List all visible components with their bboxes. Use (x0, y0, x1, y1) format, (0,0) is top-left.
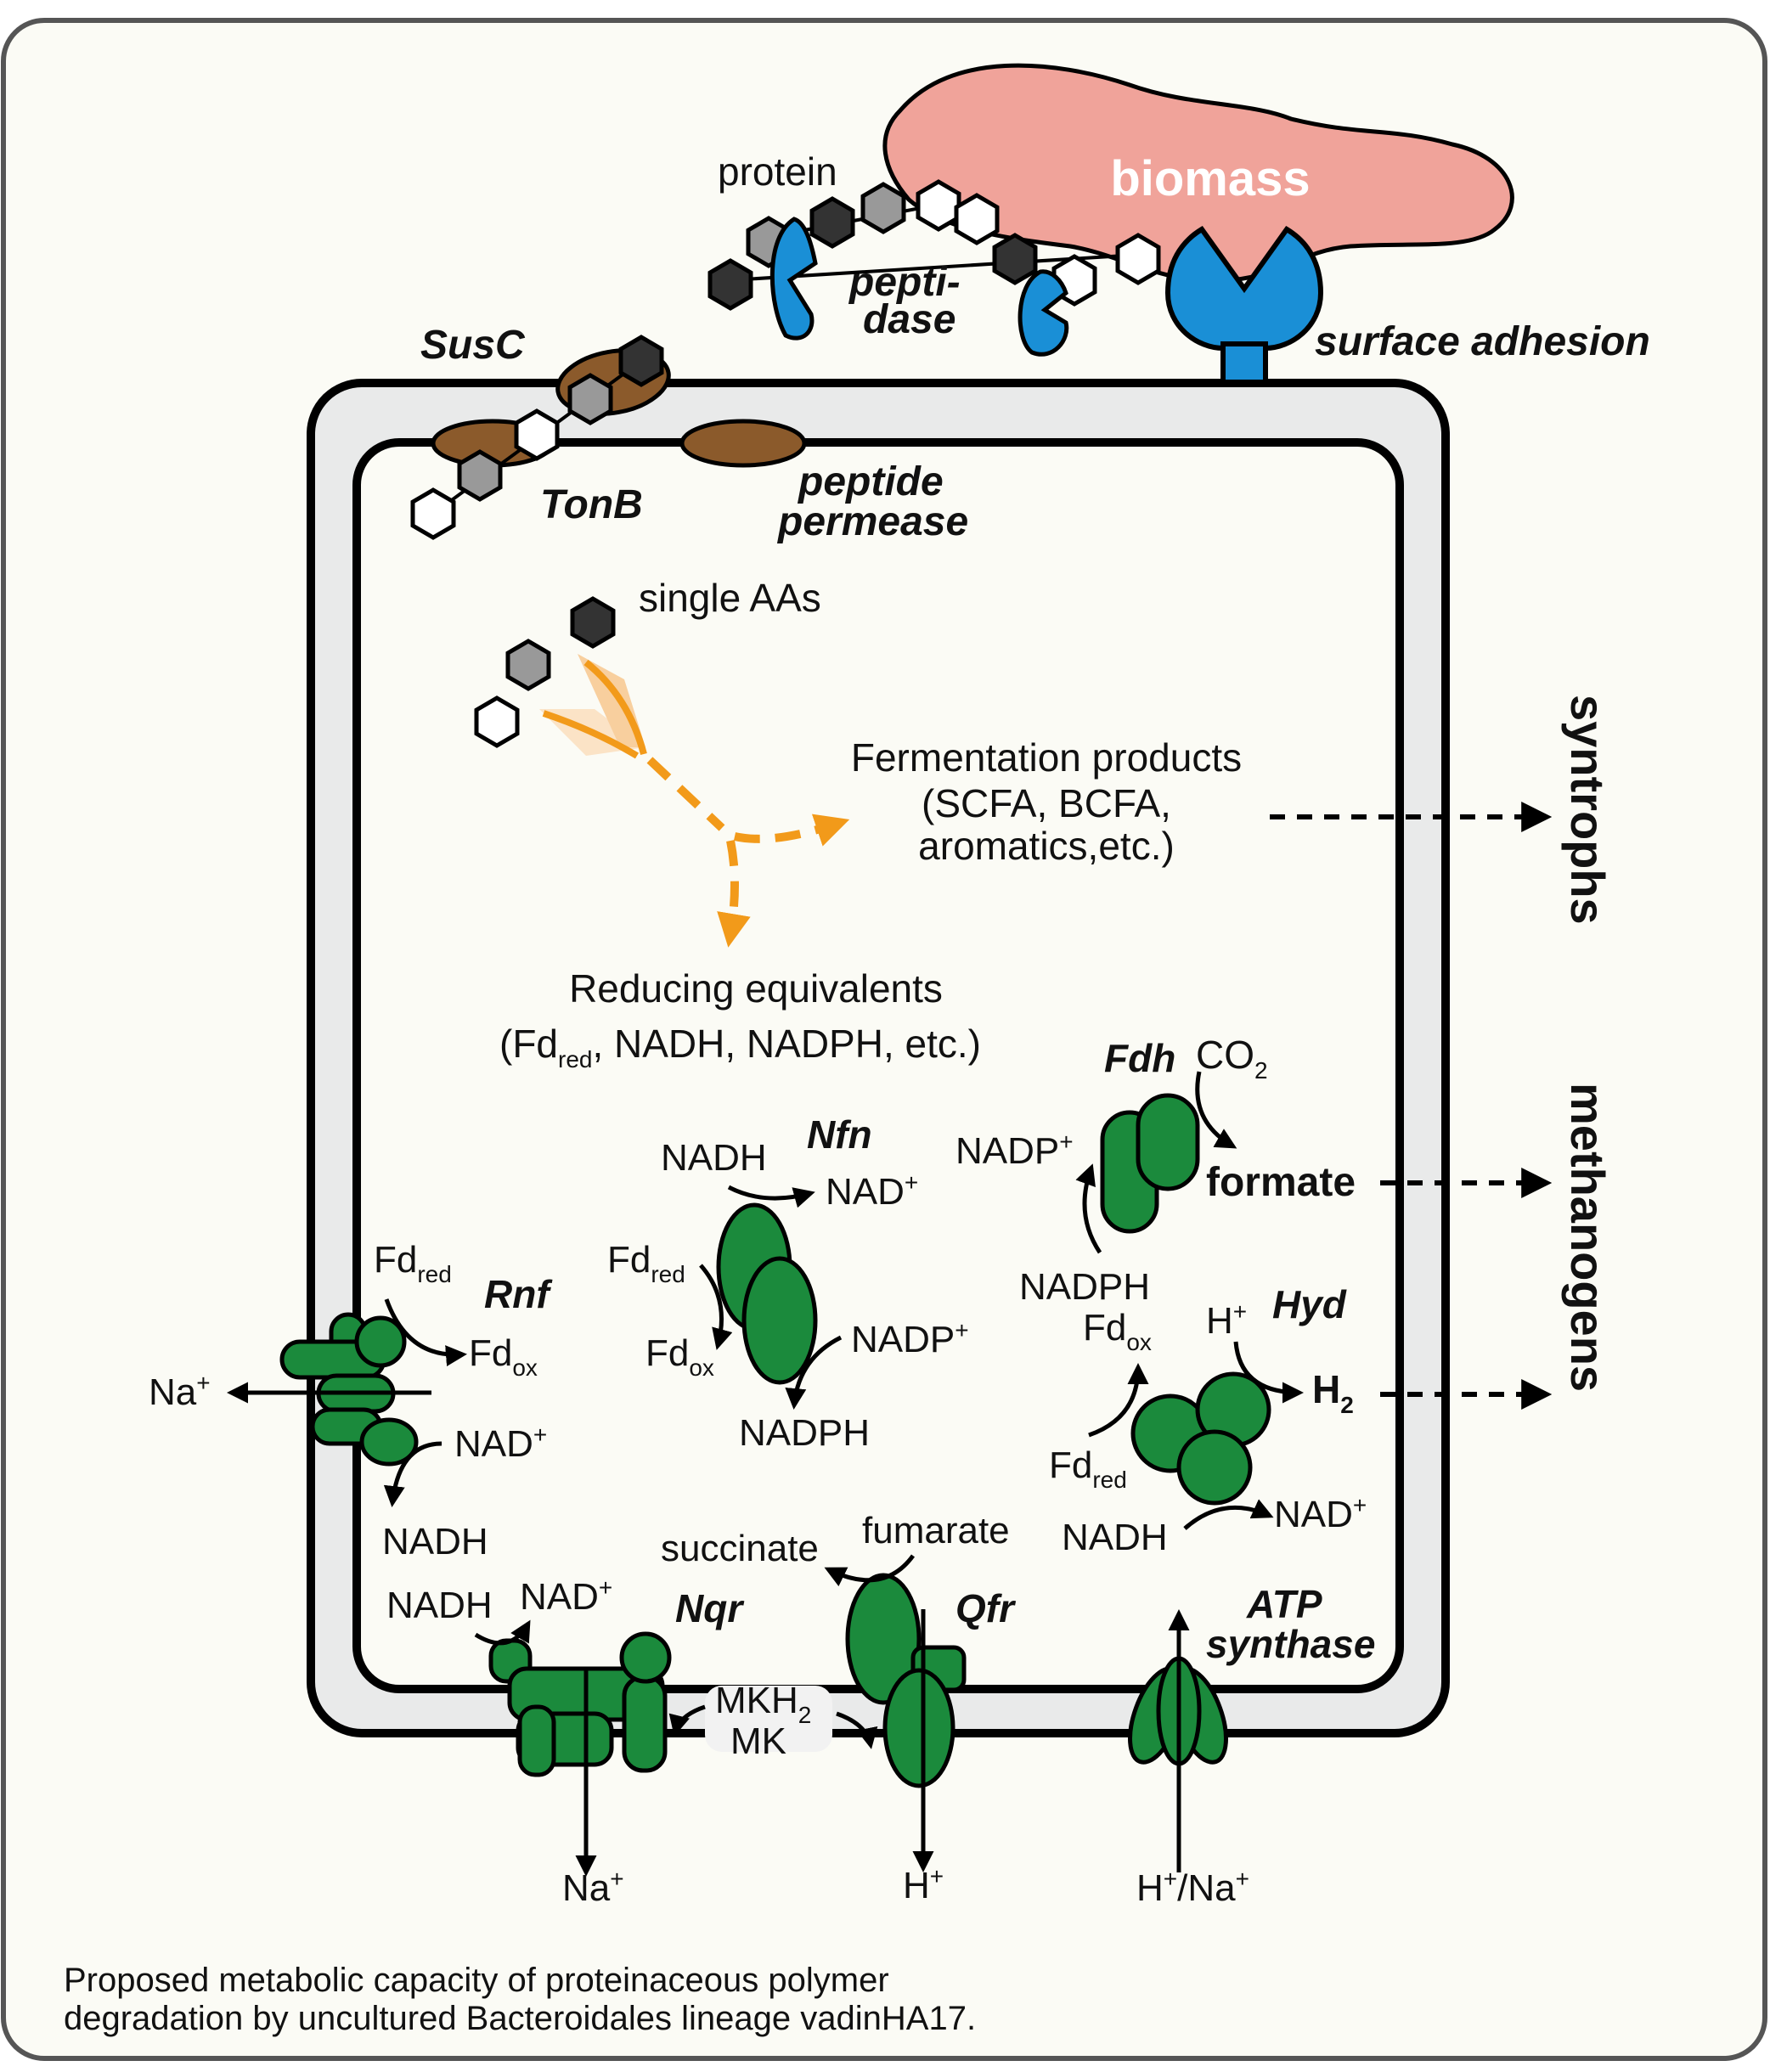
qfr-h: H+ (903, 1863, 944, 1906)
peptide-permease-label-2: permease (776, 499, 968, 544)
fdh-enzyme (1100, 1093, 1200, 1234)
hyd-nad: NAD+ (1274, 1492, 1367, 1535)
mk-label: MK (730, 1720, 786, 1762)
orange-path-fermentation (733, 814, 850, 847)
nqr-na: Na+ (562, 1866, 624, 1909)
rnf-label: Rnf (484, 1272, 553, 1316)
hyd-enzyme (1130, 1371, 1271, 1506)
hyd-fdred: Fdred (1049, 1444, 1127, 1493)
qfr-label: Qfr (955, 1586, 1016, 1630)
fermentation-label-2: (SCFA, BCFA, (922, 781, 1171, 825)
nfn-nadh-arrow (727, 1185, 815, 1208)
hyd-fd-arrow (1088, 1363, 1149, 1438)
qfr-fumarate: fumarate (862, 1510, 1010, 1551)
peptide-permease-label-1: peptide (797, 459, 944, 504)
nfn-fd-arrow (699, 1264, 733, 1350)
qfr-fumarate-arrow (824, 1554, 916, 1587)
nfn-nad: NAD+ (826, 1169, 918, 1213)
methanogens-label: methanogens (1561, 1083, 1615, 1392)
caption-line-1: Proposed metabolic capacity of proteinac… (64, 1962, 889, 1999)
transported-peptide (413, 337, 662, 538)
fermentation-label-1: Fermentation products (851, 735, 1242, 780)
rnf-na: Na+ (149, 1370, 211, 1413)
peptidase-2 (1017, 269, 1069, 357)
fdh-co2: CO2 (1196, 1033, 1268, 1084)
formate-label: formate (1206, 1160, 1356, 1205)
biomass-blob (882, 63, 1514, 283)
nfn-nadp-arrow (785, 1335, 843, 1410)
rnf-nad-arrow (383, 1441, 442, 1507)
rnf-fdred: Fdred (374, 1239, 452, 1287)
rnf-fdox: Fdox (469, 1332, 538, 1381)
atp-label-1: ATP (1246, 1582, 1322, 1626)
susc-label: SusC (420, 323, 526, 368)
nfn-fdox: Fdox (645, 1332, 714, 1381)
nfn-nadph: NADPH (739, 1412, 870, 1454)
fdh-label: Fdh (1104, 1036, 1175, 1080)
mk-arrow-right (836, 1711, 878, 1749)
biomass-label: biomass (1110, 151, 1310, 206)
hyd-h-plus: H+ (1206, 1298, 1247, 1342)
nfn-nadp: NADP+ (851, 1317, 969, 1360)
caption-line-2: degradation by uncultured Bacteroidales … (64, 2000, 976, 2037)
atp-h-na: H+/Na+ (1136, 1866, 1249, 1909)
hyd-h-arrow (1233, 1341, 1304, 1404)
fdh-nadph-arrow (1075, 1163, 1102, 1254)
orange-path-main (646, 757, 725, 831)
nfn-nadh: NADH (661, 1137, 767, 1179)
peptidase-label-1: pepti- (848, 260, 961, 305)
receptor-stalk (1220, 341, 1268, 385)
nqr-nadh-arrow (474, 1619, 531, 1646)
rnf-enzyme (279, 1312, 419, 1467)
hyd-nadh-arrow (1183, 1499, 1274, 1530)
fdh-nadph: NADPH (1019, 1266, 1150, 1308)
hyd-label: Hyd (1272, 1282, 1347, 1326)
protein-label: protein (718, 149, 837, 194)
orange-path-reducing (717, 840, 751, 948)
rnf-nadh: NADH (382, 1521, 488, 1562)
menaquinone-band (705, 1686, 832, 1752)
qfr-enzyme (845, 1573, 967, 1788)
nfn-label: Nfn (807, 1112, 872, 1157)
surface-adhesion-label: surface adhesion (1315, 319, 1650, 364)
nqr-nad: NAD+ (520, 1574, 612, 1618)
reducing-label-2: (Fdred, NADH, NADPH, etc.) (499, 1022, 981, 1073)
peptidase-1 (769, 217, 818, 341)
hyd-h2: H2 (1312, 1367, 1354, 1418)
single-aas-label: single AAs (639, 576, 821, 620)
tonb-label: TonB (540, 482, 643, 527)
fermentation-label-3: aromatics,etc.) (918, 824, 1175, 868)
qfr-succinate: succinate (661, 1528, 819, 1569)
nfn-enzyme (716, 1202, 818, 1385)
mkh2-label: MKH2 (715, 1680, 811, 1728)
nqr-nadh: NADH (386, 1585, 493, 1626)
fdh-nadp: NADP+ (955, 1129, 1074, 1172)
mk-arrow-left (668, 1704, 706, 1737)
hyd-nadh: NADH (1062, 1517, 1168, 1558)
fdh-co2-arrow (1195, 1071, 1237, 1149)
rnf-fd-arrow (384, 1298, 467, 1366)
reducing-label-1: Reducing equivalents (569, 966, 943, 1011)
rnf-nad: NAD+ (454, 1422, 547, 1465)
peptidase-label-2: dase (863, 297, 955, 342)
fermentation-pathway-icon (539, 654, 647, 759)
atp-label-2: synthase (1206, 1622, 1375, 1666)
syntrophs-label: syntrophs (1561, 695, 1615, 925)
hyd-fdox: Fdox (1083, 1307, 1152, 1355)
nqr-label: Nqr (675, 1586, 744, 1630)
nfn-fdred: Fdred (607, 1239, 685, 1287)
peptide-permease-protein (679, 419, 807, 468)
